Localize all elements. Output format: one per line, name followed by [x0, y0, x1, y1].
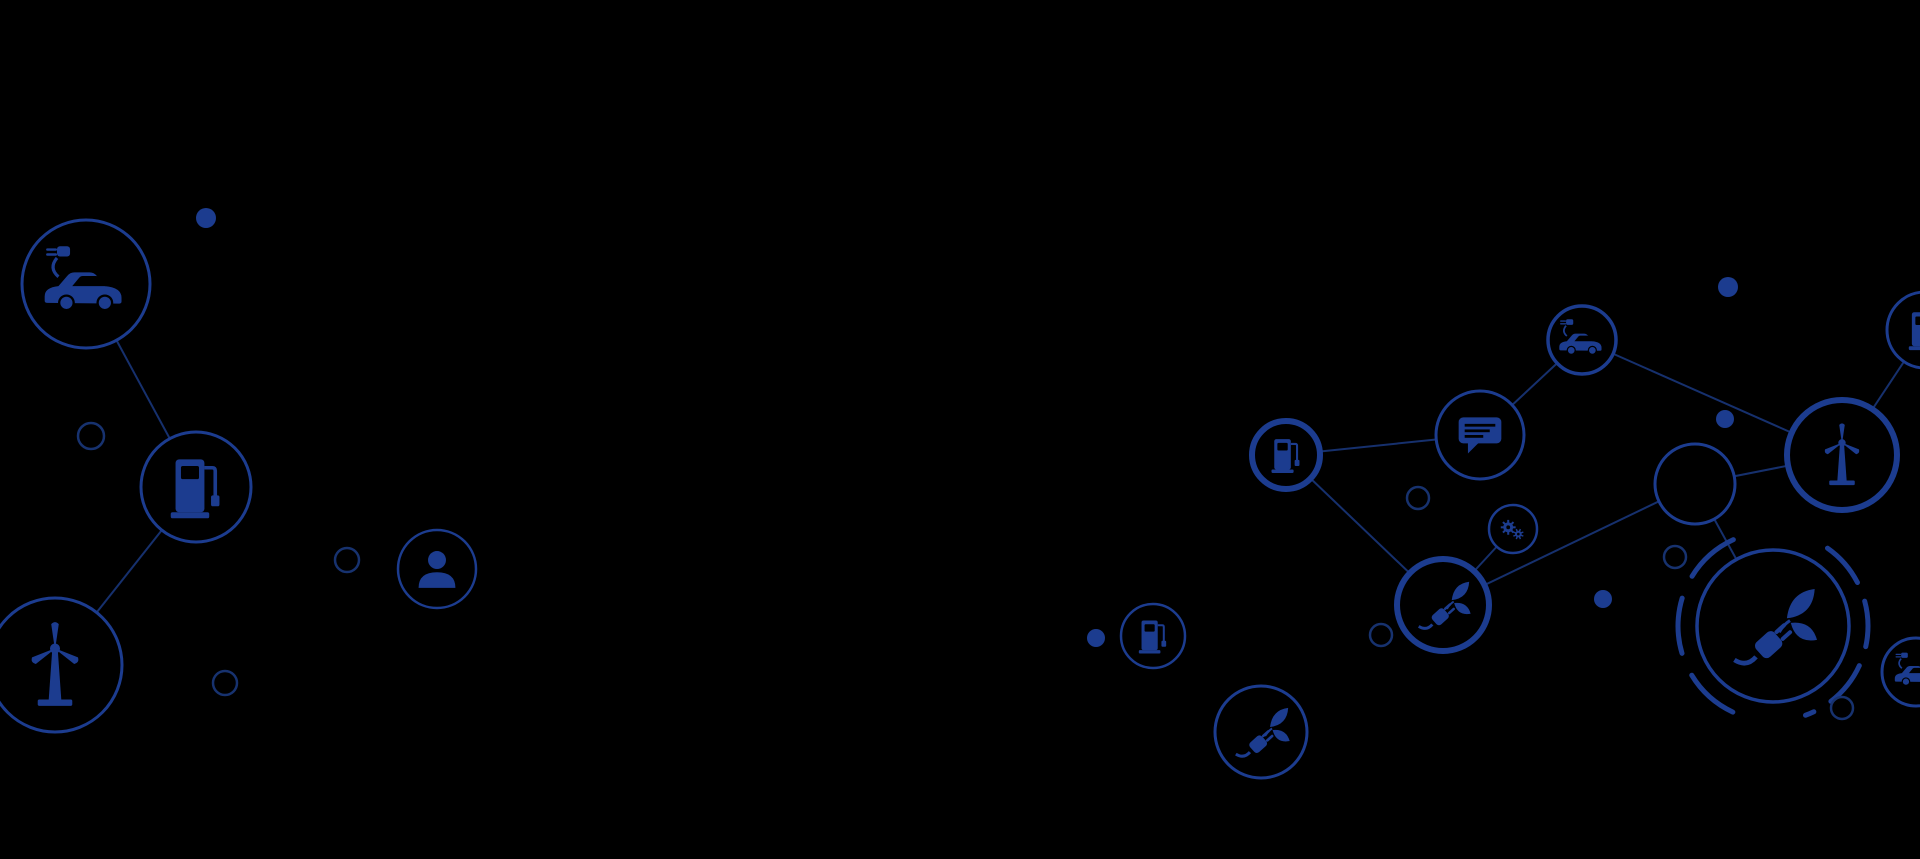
node-gears — [1487, 503, 1539, 555]
small-circle — [76, 421, 106, 451]
node-ring — [1653, 442, 1737, 526]
icon-nodes-layer — [0, 218, 1920, 780]
node-fuel-pump — [1249, 418, 1323, 492]
node-eco-plug — [1394, 556, 1492, 654]
small-circle — [333, 546, 361, 574]
small-circle — [211, 669, 239, 697]
node-fuel-pump — [139, 430, 253, 544]
small-circle — [1829, 695, 1855, 721]
node-eco-plug — [1213, 684, 1309, 780]
decorative-arcs-layer — [1675, 531, 1871, 718]
node-wind-turbine — [0, 596, 124, 734]
dots-layer — [76, 208, 1855, 721]
node-ring — [1880, 636, 1920, 708]
node-ring — [1213, 684, 1309, 780]
node-electric-car — [1880, 636, 1920, 708]
dot — [1718, 277, 1738, 297]
node-wind-turbine — [1784, 397, 1900, 513]
dashed-arc — [1802, 545, 1871, 718]
node-ring — [1695, 548, 1851, 704]
node-ring — [1487, 503, 1539, 555]
node-fuel-pump — [1119, 602, 1187, 670]
node-electric-car — [1546, 304, 1618, 376]
small-circle — [1405, 485, 1431, 511]
node-plain — [1653, 442, 1737, 526]
node-electric-car — [20, 218, 152, 350]
node-person — [396, 528, 478, 610]
dot — [1594, 590, 1612, 608]
node-eco-plug — [1695, 548, 1851, 704]
dot — [196, 208, 216, 228]
small-circle — [1368, 622, 1394, 648]
small-circle — [1662, 544, 1688, 570]
dot — [1087, 629, 1105, 647]
node-ring — [1394, 556, 1492, 654]
dot — [1716, 410, 1734, 428]
dashed-arc — [1675, 531, 1751, 715]
node-fuel-pump — [1885, 290, 1920, 370]
node-ring — [0, 596, 124, 734]
node-chat-bubble — [1434, 389, 1526, 481]
